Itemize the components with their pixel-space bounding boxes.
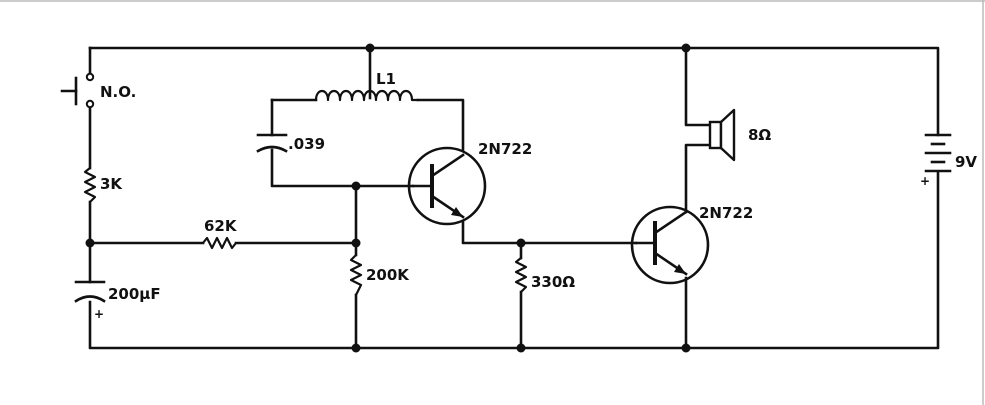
resistor-62k-label: 62K [204,217,238,235]
transistor-q1-label: 2N722 [478,140,532,158]
junction-dots [85,43,691,353]
pushbutton-switch [60,72,95,109]
capacitor-039 [256,133,288,153]
transistor-q1 [407,146,487,226]
capacitor-200uf [74,280,106,303]
transistor-q2-label: 2N722 [699,204,753,222]
resistor-330 [514,256,528,294]
resistor-3k [83,166,97,204]
resistor-62k [201,236,238,250]
inductor-l1-label: L1 [376,70,396,88]
capacitor-200uf-label: 200µF [108,285,161,303]
resistor-200k [349,253,363,297]
battery-icon [924,133,952,173]
capacitor-039-label: .039 [288,135,325,153]
transistor-q2 [630,205,710,285]
inductor-l1 [314,89,420,102]
resistor-330-label: 330Ω [531,273,575,291]
capacitor-200uf-polarity: + [94,307,104,321]
resistor-3k-label: 3K [100,175,123,193]
battery-polarity: + [920,174,930,188]
switch-label: N.O. [100,83,136,101]
speaker-label: 8Ω [748,126,771,144]
speaker-icon [708,108,736,162]
wires [88,46,940,350]
battery-label: 9V [955,153,977,171]
resistor-200k-label: 200K [366,266,410,284]
